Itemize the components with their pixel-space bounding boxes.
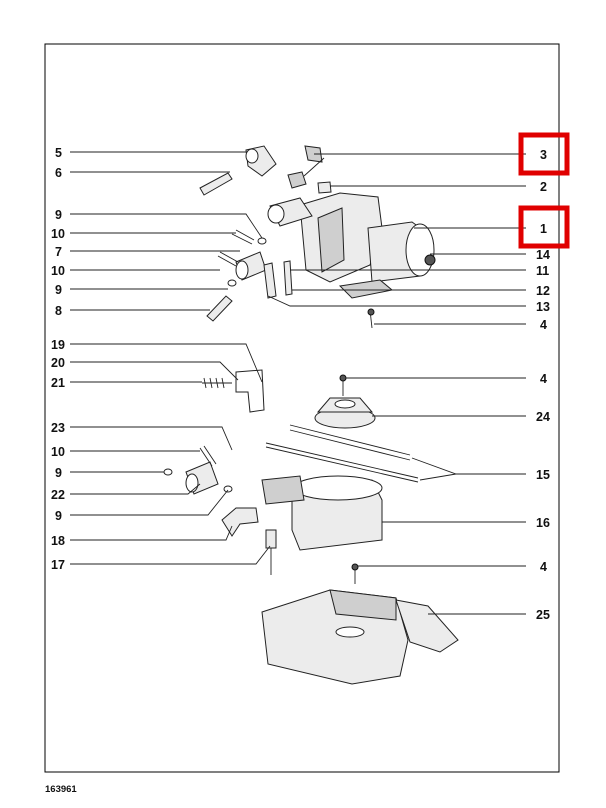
callout-20: 20: [51, 356, 65, 370]
callout-19: 19: [51, 338, 65, 352]
callout-25: 25: [536, 608, 550, 622]
callout-10: 10: [51, 227, 65, 241]
callout-9: 9: [55, 208, 62, 222]
upper-assembly: [199, 145, 436, 329]
right-callouts: 3 2 1 14 11 12 13 4 4 24 15 16 4 25: [536, 148, 550, 622]
highlight-box-1: [518, 205, 570, 249]
callout-24: 24: [536, 410, 550, 424]
callout-10: 10: [51, 264, 65, 278]
callout-9: 9: [55, 466, 62, 480]
diagram-frame: [44, 43, 560, 773]
callout-16: 16: [536, 516, 550, 530]
callout-13: 13: [536, 300, 550, 314]
callout-6: 6: [55, 166, 62, 180]
leader-lines: [70, 151, 526, 615]
callout-22: 22: [51, 488, 65, 502]
callout-10: 10: [51, 445, 65, 459]
callout-4: 4: [540, 318, 547, 332]
left-callouts: 5 6 9 10 7 10 9 8 19 20 21 23 10 9 22 9 …: [51, 146, 65, 572]
callout-18: 18: [51, 534, 65, 548]
callout-9: 9: [55, 509, 62, 523]
callout-4: 4: [540, 372, 547, 386]
lower-assembly: [163, 445, 459, 685]
callout-12: 12: [536, 284, 550, 298]
callout-15: 15: [536, 468, 550, 482]
callout-17: 17: [51, 558, 65, 572]
callout-8: 8: [55, 304, 62, 318]
callout-4: 4: [540, 560, 547, 574]
callout-23: 23: [51, 421, 65, 435]
callout-5: 5: [55, 146, 62, 160]
callout-21: 21: [51, 376, 65, 390]
callout-7: 7: [55, 245, 62, 259]
callout-2: 2: [540, 180, 547, 194]
callout-1: 1: [540, 222, 547, 236]
callout-11: 11: [536, 264, 549, 278]
callout-9: 9: [55, 283, 62, 297]
highlight-box-3: [518, 132, 570, 176]
callout-3: 3: [540, 148, 547, 162]
callout-14: 14: [536, 248, 550, 262]
middle-assembly: [202, 369, 419, 483]
reference-number: 163961: [45, 784, 77, 795]
